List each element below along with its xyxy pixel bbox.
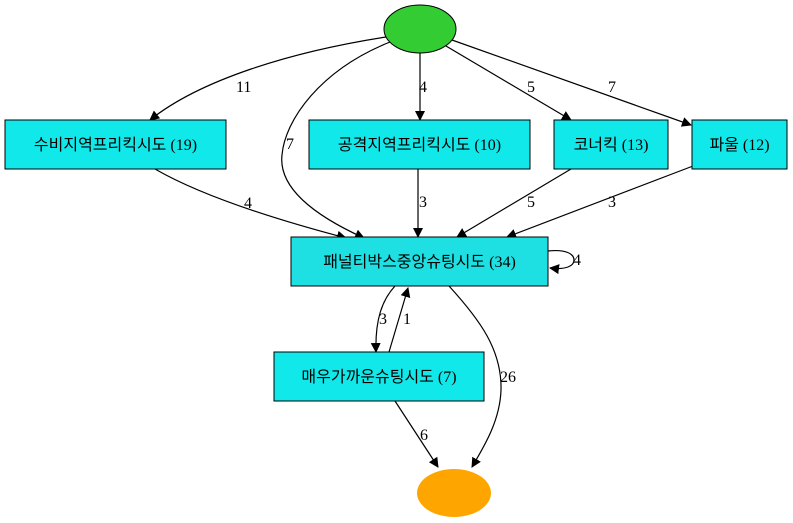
node-attack-freekick-label: 공격지역프리킥시도 (10) — [338, 136, 501, 154]
node-penalty-center-shot — [290, 236, 549, 287]
node-corner-kick — [553, 119, 669, 170]
edge-label-penalty-self: 4 — [573, 252, 581, 269]
edge-label-veryclose-end: 6 — [420, 427, 428, 444]
edge-start-defense — [149, 36, 387, 121]
edge-label-veryclose-penalty: 1 — [403, 311, 411, 328]
node-foul — [691, 119, 788, 170]
edge-penalty-self — [547, 249, 575, 275]
edge-start-foul — [451, 39, 692, 127]
edge-label-corner-penalty: 5 — [527, 194, 535, 211]
edge-label-start-penalty: 7 — [286, 136, 294, 153]
edge-label-start-corner: 5 — [527, 79, 535, 96]
edge-label-start-attack: 4 — [419, 79, 427, 96]
edge-label-attack-penalty: 3 — [419, 194, 427, 211]
node-penalty-center-shot-label: 패널티박스중앙슈팅시도 (34) — [323, 253, 516, 271]
edge-corner-penalty — [456, 168, 572, 238]
node-attack-freekick — [308, 119, 531, 170]
start-node — [383, 4, 457, 54]
edge-label-penalty-veryclose: 3 — [379, 311, 387, 328]
edge-veryclose-end — [394, 400, 439, 468]
node-very-close-shot — [273, 351, 485, 402]
edge-label-foul-penalty: 3 — [608, 194, 616, 211]
node-defense-freekick — [4, 119, 227, 170]
edge-start-corner — [445, 45, 572, 121]
edge-defense-penalty — [154, 168, 347, 241]
edge-veryclose-penalty — [388, 287, 411, 353]
edge-penalty-veryclose — [370, 285, 396, 353]
edge-start-penalty — [281, 41, 391, 239]
node-corner-kick-label: 코너킥 (13) — [574, 136, 649, 154]
edge-label-start-foul: 7 — [608, 79, 616, 96]
edge-label-start-defense: 11 — [236, 79, 251, 96]
node-defense-freekick-label: 수비지역프리킥시도 (19) — [34, 136, 197, 154]
node-foul-label: 파울 (12) — [709, 136, 769, 154]
edge-foul-penalty — [506, 165, 694, 239]
node-very-close-shot-label: 매우가까운슈팅시도 (7) — [301, 368, 456, 386]
edge-penalty-end — [448, 285, 502, 468]
end-node — [417, 469, 491, 517]
edge-label-penalty-end: 26 — [500, 369, 516, 386]
edge-label-defense-penalty: 4 — [244, 195, 252, 212]
